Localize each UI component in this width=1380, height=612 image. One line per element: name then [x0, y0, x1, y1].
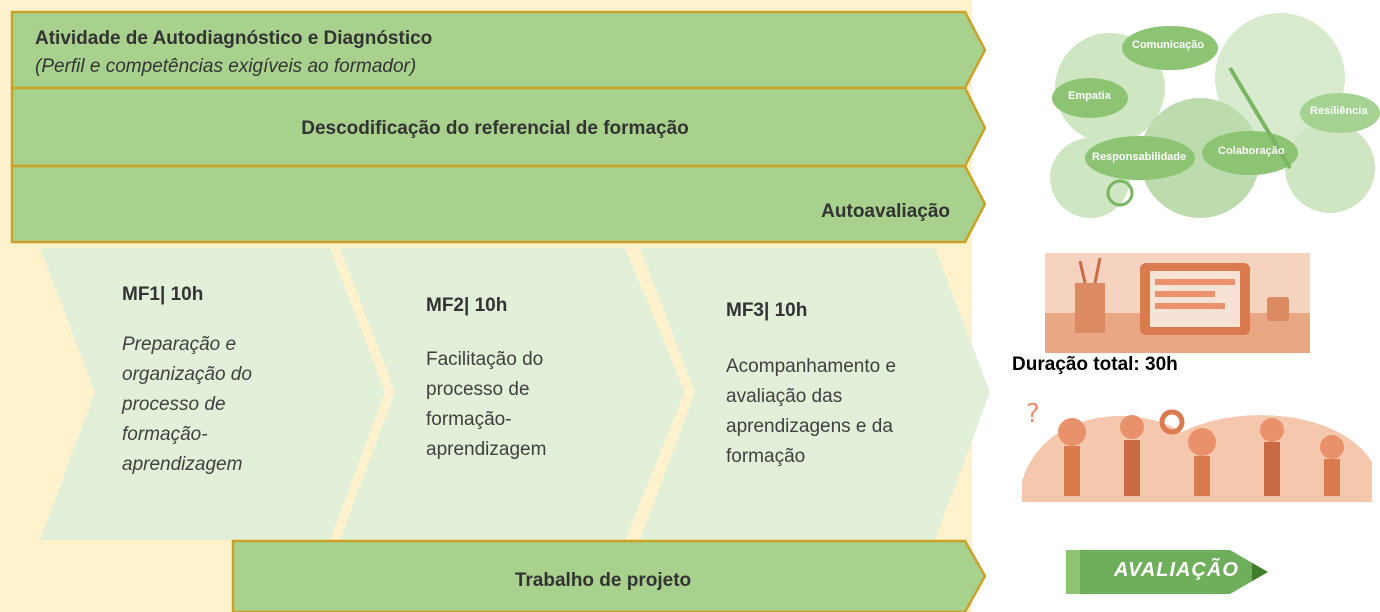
cloud-word-empatia: Empatia	[1068, 90, 1111, 102]
mf3-title: MF3| 10h	[726, 300, 808, 321]
module-chevron-mf3	[640, 248, 990, 540]
band-autodiagnostico	[10, 10, 987, 90]
svg-text:?: ?	[1026, 399, 1040, 429]
band-descodificacao	[10, 86, 987, 168]
mf2-title: MF2| 10h	[426, 295, 508, 316]
module-chevron-mf2	[340, 248, 685, 540]
autodiagnostico-subtitle: (Perfil e competências exigíveis ao form…	[35, 56, 417, 77]
cloud-word-colaboracao: Colaboração	[1218, 145, 1285, 157]
mf1-description: Preparação e organização do processo de …	[122, 334, 252, 475]
trabalho-projeto-label: Trabalho de projeto	[514, 570, 692, 591]
descodificacao-label: Descodificação do referencial de formaçã…	[301, 118, 689, 139]
avaliacao-label: AVALIAÇÃO	[1114, 559, 1239, 581]
cloud-word-comunicacao: Comunicação	[1132, 39, 1205, 51]
autodiagnostico-title: Atividade de Autodiagnóstico e Diagnósti…	[35, 28, 433, 49]
cloud-word-responsabilidade: Responsabilidade	[1092, 151, 1187, 163]
autoavaliacao-label: Autoavaliação	[821, 201, 950, 222]
collaboration-illustration: ?	[1012, 392, 1380, 516]
avaliacao-pencil: AVALIAÇÃO	[1066, 546, 1270, 598]
flow-diagram	[10, 10, 990, 612]
cloud-word-resiliencia: Resiliência	[1310, 105, 1368, 117]
band-trabalho-projeto	[231, 539, 987, 612]
mf3-description: Acompanhamento e avaliação das aprendiza…	[726, 356, 897, 467]
mf1-title: MF1| 10h	[122, 284, 204, 305]
band-autoavaliacao	[10, 164, 987, 244]
duracao-total: Duração total: 30h	[1012, 354, 1178, 374]
soft-skills-illustration: Comunicação Empatia Resiliência Responsa…	[1030, 8, 1380, 232]
mf2-description: Facilitação do processo de formação-apre…	[426, 349, 547, 460]
module-chevron-mf1	[40, 248, 385, 540]
laptop-illustration	[1045, 253, 1310, 353]
